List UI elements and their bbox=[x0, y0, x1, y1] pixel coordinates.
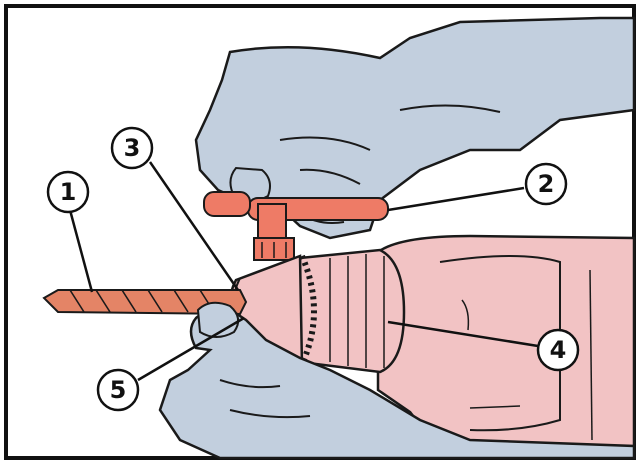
chuck-sleeve bbox=[300, 250, 404, 372]
callout-3: 3 bbox=[112, 128, 152, 168]
callout-1-label: 1 bbox=[60, 178, 77, 206]
callout-4-label: 4 bbox=[550, 336, 567, 364]
callout-5: 5 bbox=[98, 370, 138, 410]
callout-3-label: 3 bbox=[124, 134, 141, 162]
callout-2: 2 bbox=[526, 164, 566, 204]
callout-5-label: 5 bbox=[110, 376, 127, 404]
callout-2-label: 2 bbox=[538, 170, 555, 198]
callout-1: 1 bbox=[48, 172, 88, 212]
callout-4: 4 bbox=[538, 330, 578, 370]
